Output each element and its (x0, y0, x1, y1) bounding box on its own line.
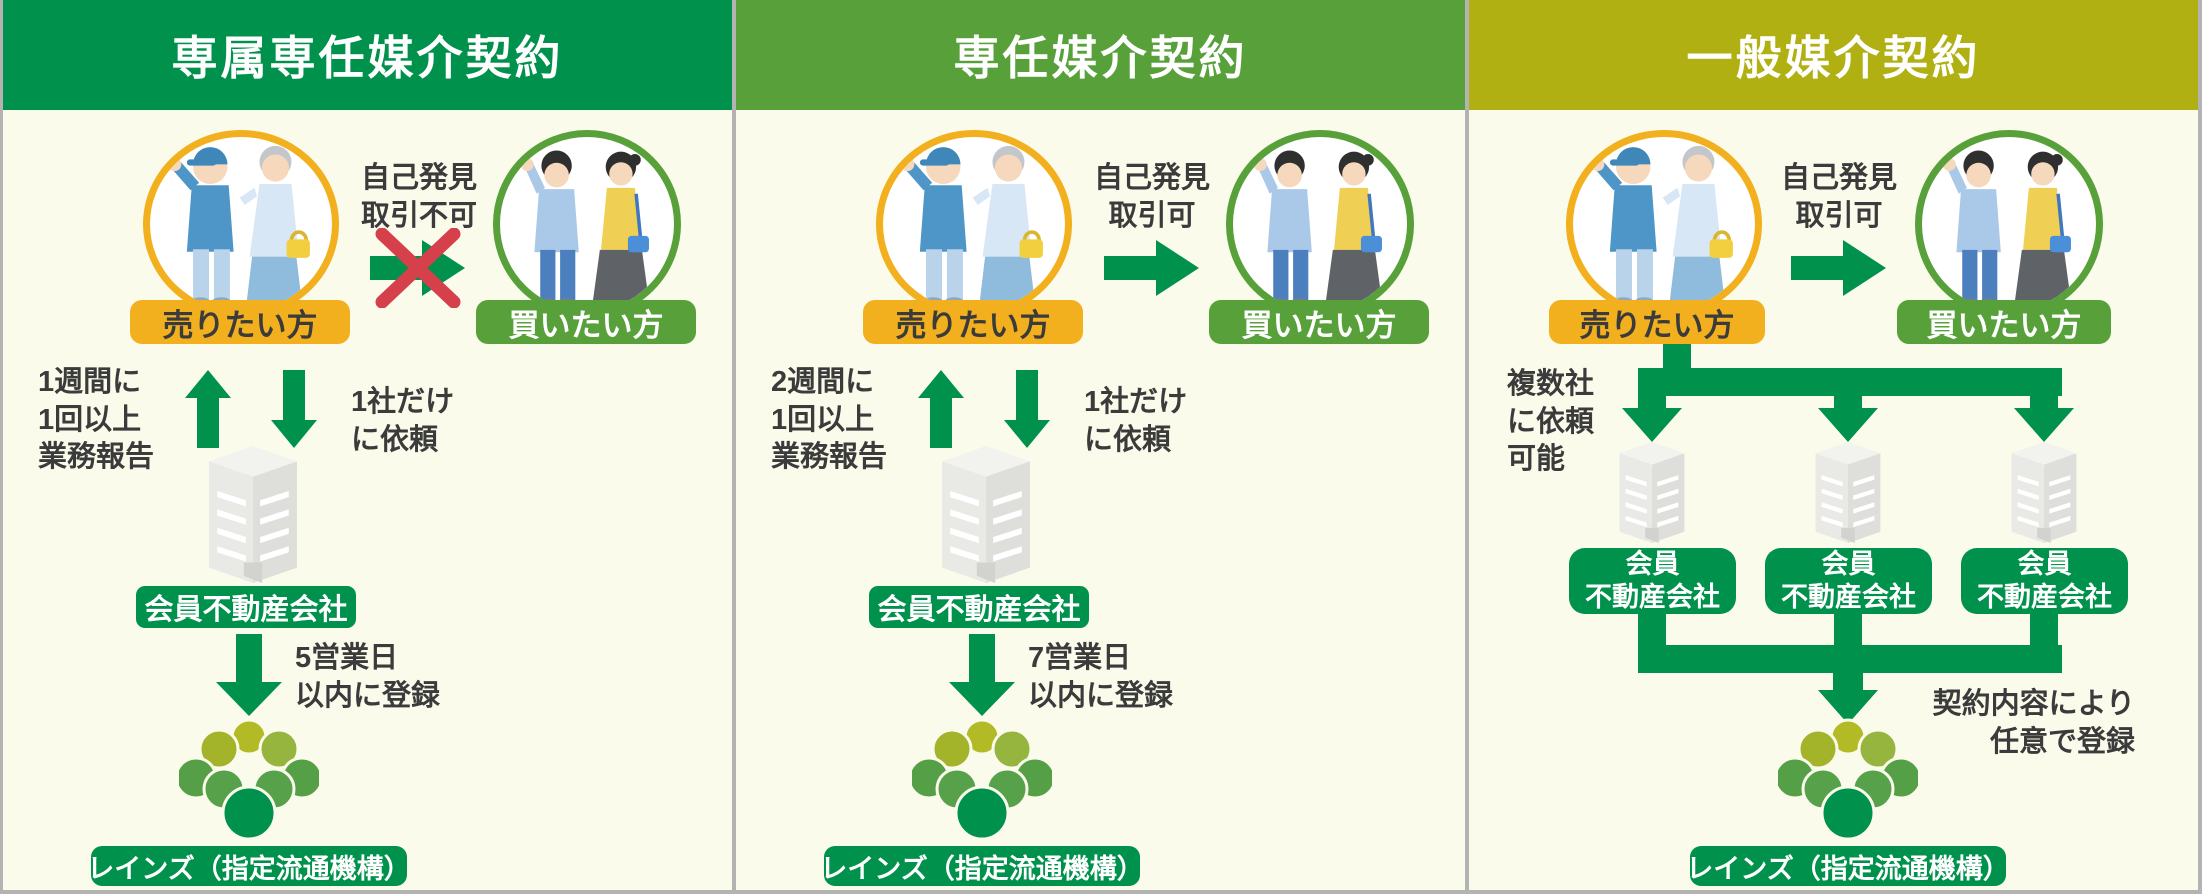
panel-title-text: 専属専任媒介契約 (171, 32, 564, 84)
elder-couple-icon (894, 130, 1054, 311)
reins-people-icon (1778, 716, 1918, 844)
seller-label: 売りたい方 (130, 300, 350, 344)
register-arrow-icon (216, 634, 282, 716)
elder-couple-icon (1584, 130, 1744, 311)
member-company-label: 会員 不動産会社 (1961, 548, 2128, 614)
panel-general-agency: 一般媒介契約 自己発見 取引可 売りたい方 買いたい方 複数社 に依頼 可能 会… (1469, 0, 2198, 890)
buyer-circle (1226, 130, 1414, 318)
allowed-transaction-arrow (1791, 240, 1886, 296)
self-discovery-note: 自己発見 取引可 (1780, 162, 1897, 232)
young-couple-icon (1933, 135, 2085, 311)
member-company-label: 会員不動産会社 (869, 586, 1089, 628)
seller-label: 売りたい方 (1549, 300, 1765, 344)
reins-people-icon (912, 716, 1052, 844)
buyer-label: 買いたい方 (1897, 300, 2111, 344)
blocked-transaction-arrow (370, 228, 465, 308)
optional-register-note: 契約内容により 任意で登録 (1932, 688, 2135, 758)
buyer-circle (1915, 130, 2103, 318)
panel-title: 専任媒介契約 (736, 0, 1465, 110)
seller-label: 売りたい方 (863, 300, 1083, 344)
member-company-label: 会員 不動産会社 (1569, 548, 1736, 614)
report-note: 2週間に 1回以上 業務報告 (771, 366, 888, 474)
building-icon (2010, 442, 2078, 543)
reins-label: レインズ（指定流通機構） (87, 846, 411, 886)
request-note: 1社だけ に依頼 (351, 386, 455, 456)
building-icon (207, 446, 299, 583)
allowed-transaction-arrow (1104, 240, 1199, 296)
report-note: 1週間に 1回以上 業務報告 (38, 366, 155, 474)
building-icon (940, 446, 1032, 583)
self-discovery-note: 自己発見 取引可 (1093, 162, 1210, 232)
seller-circle (1566, 130, 1762, 318)
buyer-label: 買いたい方 (476, 300, 696, 344)
reins-people-icon (179, 716, 319, 844)
seller-circle (876, 130, 1072, 318)
buyer-circle (493, 130, 681, 318)
reins-label: レインズ（指定流通機構） (820, 846, 1144, 886)
multi-request-note: 複数社 に依頼 可能 (1507, 368, 1595, 476)
seller-circle (143, 130, 339, 318)
request-note: 1社だけ に依頼 (1084, 386, 1188, 456)
panel-title-text: 専任媒介契約 (953, 32, 1248, 84)
self-discovery-note: 自己発見 取引不可 (360, 162, 477, 232)
request-down-arrow-icon (271, 370, 317, 448)
register-arrow-icon (949, 634, 1015, 716)
member-company-label: 会員不動産会社 (136, 586, 356, 628)
panel-title: 専属専任媒介契約 (3, 0, 732, 110)
panel-title-text: 一般媒介契約 (1686, 32, 1981, 84)
building-icon (1618, 442, 1686, 543)
register-note: 7営業日 以内に登録 (1028, 642, 1174, 712)
panel-exclusive-right-to-sell: 専属専任媒介契約 自己発見 取引不可 売りたい方 買いたい方 1週間に 1回以上… (3, 0, 732, 890)
young-couple-icon (1244, 135, 1396, 311)
building-icon (1814, 442, 1882, 543)
young-couple-icon (511, 135, 663, 311)
request-down-arrow-icon (1004, 370, 1050, 448)
elder-couple-icon (161, 130, 321, 311)
panel-title: 一般媒介契約 (1469, 0, 2198, 110)
report-up-arrow-icon (185, 370, 231, 448)
buyer-label: 買いたい方 (1209, 300, 1429, 344)
register-note: 5営業日 以内に登録 (295, 642, 441, 712)
panel-exclusive-agency: 専任媒介契約 自己発見 取引可 売りたい方 買いたい方 2週間に 1回以上 業務… (736, 0, 1465, 890)
branch-arrows-icon (1619, 344, 2079, 442)
member-company-label: 会員 不動産会社 (1765, 548, 1932, 614)
reins-label: レインズ（指定流通機構） (1686, 846, 2010, 886)
report-up-arrow-icon (918, 370, 964, 448)
